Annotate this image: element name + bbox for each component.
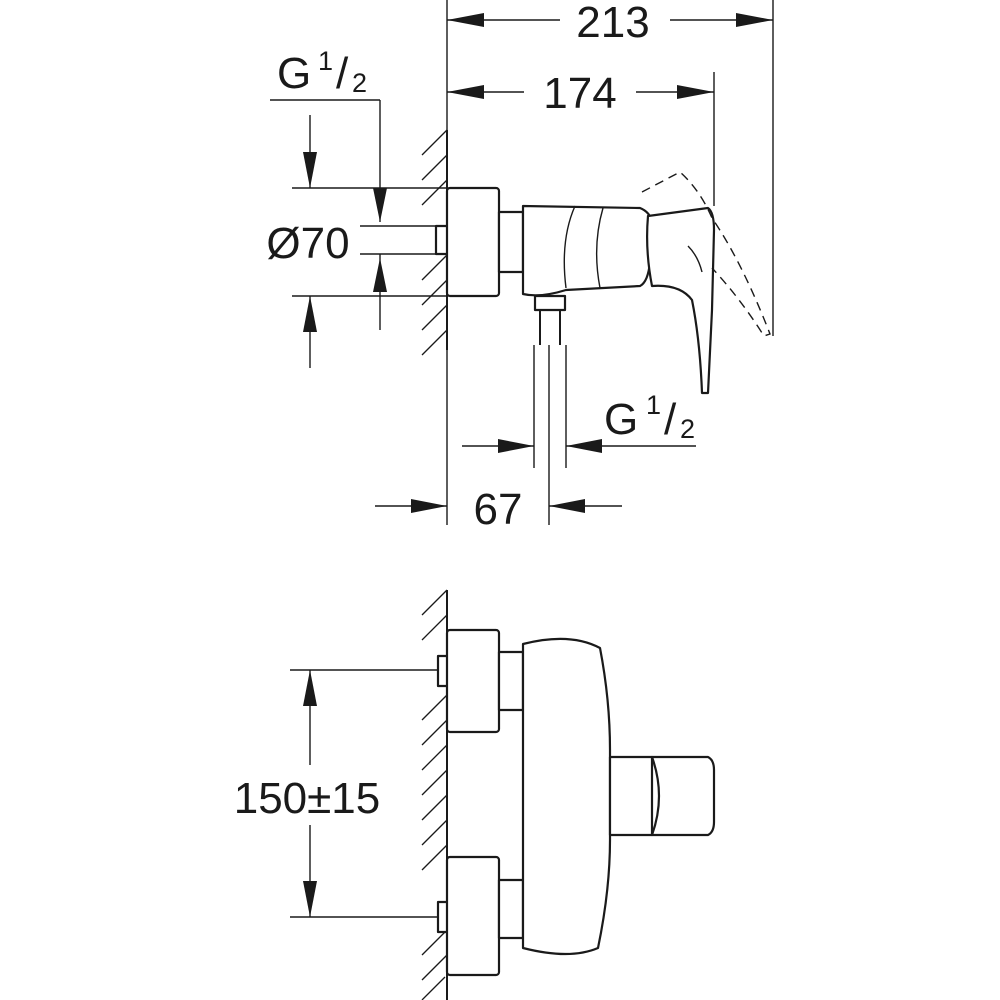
- thread-outlet-prefix: G: [604, 395, 638, 444]
- dim-213-label: 213: [576, 0, 649, 47]
- thread-inlet-prefix: G: [277, 49, 311, 98]
- thread-inlet-denominator: 2: [352, 68, 367, 98]
- lower-rosette: [445, 855, 501, 977]
- lower-neck: [497, 878, 525, 940]
- mixer-body-plan: [521, 637, 612, 956]
- upper-rosette: [445, 628, 501, 734]
- body-contour-1: [563, 205, 576, 289]
- thread-inlet-slash: /: [336, 49, 349, 98]
- upper-neck: [497, 650, 525, 712]
- dim-o70: Ø70: [266, 115, 447, 368]
- thread-inlet-numerator: 1: [318, 46, 333, 76]
- outlet-nut: [533, 294, 567, 312]
- lever-handle: [650, 755, 716, 837]
- thread-inlet: G 1 / 2: [270, 46, 387, 222]
- lever-stub: [608, 755, 654, 837]
- thread-outlet: G 1 / 2: [462, 390, 696, 453]
- body-contour-2: [595, 207, 604, 289]
- wall-hatching-bottom: [421, 589, 448, 1000]
- dim-150: 150±15: [234, 670, 381, 917]
- thread-outlet-numerator: 1: [646, 390, 661, 420]
- mixer-body: [521, 204, 654, 297]
- side-view: 213 174 G 1 / 2 Ø70: [266, 0, 774, 534]
- lever-detail: [687, 245, 703, 273]
- lever-alternate-position: [641, 171, 771, 337]
- dim-213: 213: [447, 0, 773, 47]
- thread-outlet-denominator: 2: [680, 414, 695, 444]
- dim-o70-label: Ø70: [266, 219, 349, 268]
- dim-67-label: 67: [474, 485, 523, 534]
- rosette: [445, 186, 501, 298]
- rosette-neck: [497, 210, 525, 274]
- dim-67: 67: [375, 485, 622, 534]
- thread-outlet-slash: /: [664, 395, 677, 444]
- dim-174: 174: [447, 69, 714, 118]
- dim-150-label: 150±15: [234, 774, 381, 823]
- dim-174-label: 174: [543, 69, 616, 118]
- wall-hatching-top: [421, 129, 448, 356]
- plan-view: 150±15: [234, 589, 716, 1000]
- lever: [646, 206, 716, 395]
